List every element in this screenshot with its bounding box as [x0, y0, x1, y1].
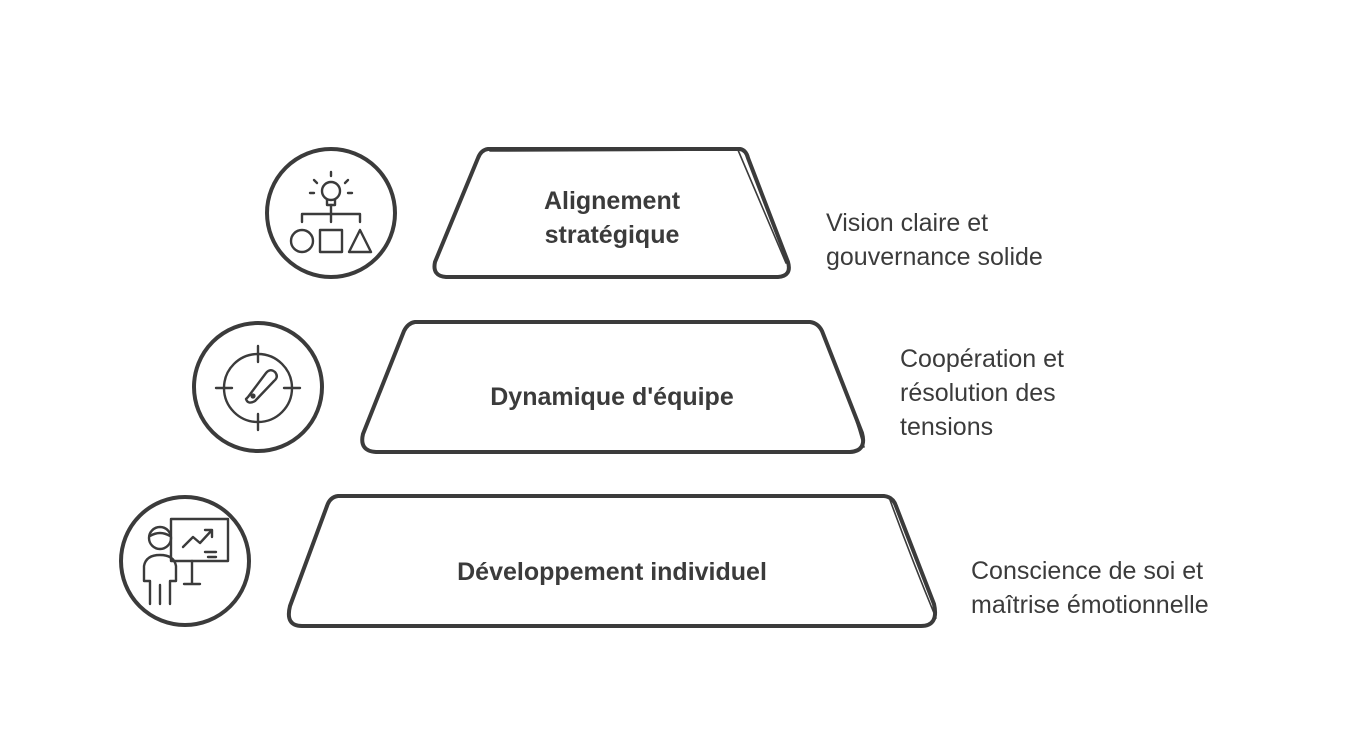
level-title-top: Alignement stratégique [543, 187, 681, 249]
presenter-growth-icon [119, 495, 251, 627]
level-description-bottom: Conscience de soi et maîtrise émotionnel… [971, 557, 1209, 619]
tier-bottom [286, 494, 938, 628]
strategy-structure-icon [265, 147, 397, 279]
target-gauge-icon [192, 321, 324, 453]
tier-middle [360, 320, 866, 454]
tier-top [432, 147, 791, 279]
level-title-middle: Dynamique d'équipe [490, 383, 734, 411]
level-title-bottom: Développement individuel [457, 558, 767, 586]
level-description-top: Vision claire et gouvernance solide [826, 209, 1043, 271]
level-description-middle: Coopération et résolution des tensions [900, 345, 1065, 441]
